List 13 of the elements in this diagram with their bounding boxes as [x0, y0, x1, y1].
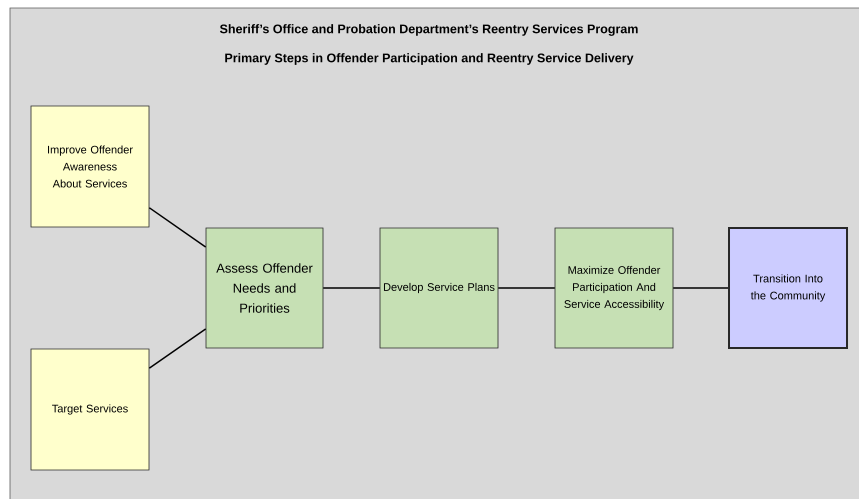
process-box: Develop Service Plans [380, 228, 498, 348]
process-box: Improve Offender Awareness About Services [30, 106, 150, 228]
process-box: Transition Into the Community [728, 227, 848, 349]
connector-line [148, 328, 206, 369]
connector-line [673, 287, 728, 289]
subtitle: Primary Steps in Offender Participation and Reentry Service Delivery [225, 53, 634, 65]
process-box: Maximize Offender Participation And Service Accessibility [554, 228, 674, 348]
connector-line [323, 287, 380, 289]
process-box: Assess Offender Needs and Priorities [206, 228, 324, 348]
connector-line [498, 287, 555, 289]
connector-line [148, 207, 206, 248]
process-box: Target Services [30, 348, 150, 470]
title: Sheriff’s Office and Probation Department’s Reentry Services Program [220, 24, 638, 36]
